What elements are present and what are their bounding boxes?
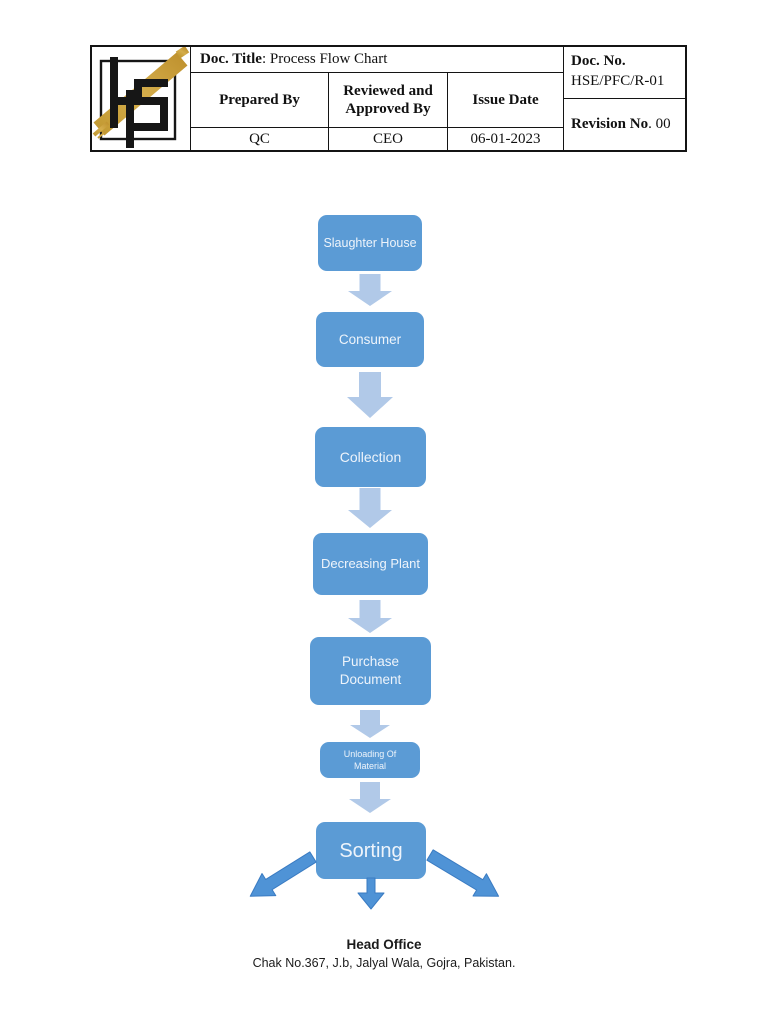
down-arrow-icon <box>348 488 392 528</box>
doc-no-value: HSE/PFC/R-01 <box>571 72 665 89</box>
footer-address: Chak No.367, J.b, Jalyal Wala, Gojra, Pa… <box>252 955 516 970</box>
arrow-down-left-icon <box>249 851 317 897</box>
column-prepared-by: Prepared By QC <box>191 73 329 150</box>
revision-label: Revision No <box>571 116 649 132</box>
issue-date-header: Issue Date <box>448 73 563 128</box>
node-label: Purchase Document <box>339 654 402 687</box>
down-arrow-icon <box>347 372 393 418</box>
down-arrow-icon <box>349 782 391 813</box>
doc-title-value: : Process Flow Chart <box>261 51 388 67</box>
reviewed-approved-value: CEO <box>373 130 403 147</box>
sorting-output-arrows <box>249 849 500 910</box>
column-issue-date: Issue Date 06-01-2023 <box>448 73 563 150</box>
flow-node-decreasing-plant: Decreasing Plant <box>313 533 428 595</box>
header-right-column: Doc. No. HSE/PFC/R-01 Revision No. 00 <box>563 47 685 150</box>
flow-node-consumer: Consumer <box>316 312 424 367</box>
header-main-columns: Doc. Title: Process Flow Chart Prepared … <box>191 47 563 150</box>
reviewed-approved-header: Reviewed and Approved By <box>329 73 447 128</box>
flow-node-collection: Collection <box>315 427 426 487</box>
node-label: Consumer <box>338 331 402 347</box>
doc-title-row: Doc. Title: Process Flow Chart <box>191 47 563 73</box>
revision-value: . 00 <box>648 116 671 132</box>
doc-no-cell: Doc. No. HSE/PFC/R-01 <box>564 47 685 99</box>
prepared-by-value: QC <box>249 130 270 147</box>
down-arrow-icon <box>348 274 392 306</box>
down-arrow-icon <box>350 710 390 738</box>
node-label: Slaughter House <box>323 235 417 250</box>
footer: Head Office Chak No.367, J.b, Jalyal Wal… <box>0 936 768 972</box>
doc-title-label: Doc. Title <box>200 51 262 67</box>
flow-node-slaughter-house: Slaughter House <box>318 215 422 271</box>
hs-logo-icon <box>92 47 190 148</box>
node-label: Decreasing Plant <box>321 555 420 571</box>
doc-no-label: Doc. No. <box>571 53 626 69</box>
flow-node-sorting: Sorting <box>316 822 426 879</box>
document-header-table: Doc. Title: Process Flow Chart Prepared … <box>90 45 687 152</box>
logo-cell <box>92 47 191 150</box>
arrow-down-right-icon <box>426 849 500 897</box>
footer-title: Head Office <box>346 937 422 952</box>
node-label: Collection <box>339 448 402 465</box>
down-arrow-icon <box>348 600 392 633</box>
column-reviewed-approved: Reviewed and Approved By CEO <box>329 73 448 150</box>
arrow-down-icon <box>357 877 385 910</box>
node-label: Sorting <box>339 839 403 862</box>
issue-date-value: 06-01-2023 <box>470 130 541 147</box>
node-label: Unloading Of Material <box>343 748 397 771</box>
revision-cell: Revision No. 00 <box>564 99 685 150</box>
flow-node-purchase-document: Purchase Document <box>310 637 431 705</box>
flow-node-unloading-of-material: Unloading Of Material <box>320 742 420 778</box>
prepared-by-header: Prepared By <box>191 73 328 128</box>
